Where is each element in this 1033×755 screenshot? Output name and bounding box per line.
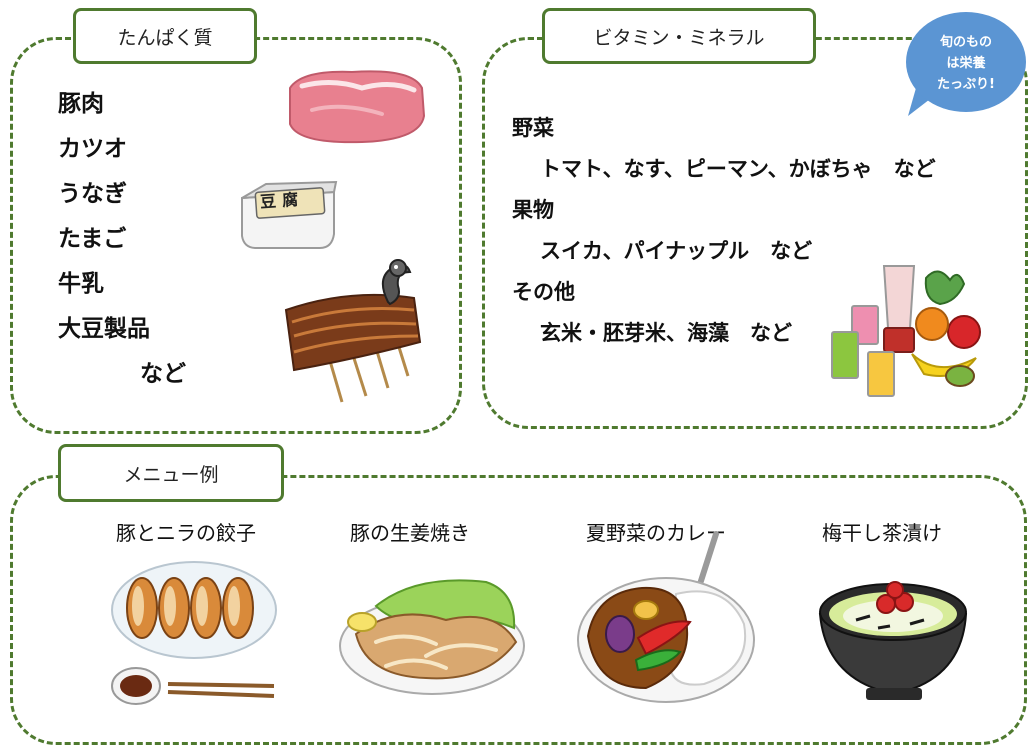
protein-list: 豚肉 カツオ うなぎ たまご 牛乳 大豆製品 など <box>58 82 186 397</box>
bubble-line: 旬のもの <box>939 34 992 50</box>
protein-item: 牛乳 <box>58 271 104 297</box>
menu-item-curry-label: 夏野菜のカレー <box>586 521 726 545</box>
veg-items: トマト、なす、ピーマン、かぼちゃ など <box>540 157 936 181</box>
bubble-line: たっぷり! <box>937 76 995 92</box>
menu-item-ochazuke-label: 梅干し茶漬け <box>822 521 942 545</box>
vitamin-title: ビタミン・ミネラル <box>542 8 816 64</box>
pork-meat-icon <box>289 70 426 144</box>
menu-item-gyoza-label: 豚とニラの餃子 <box>116 521 256 545</box>
veg-label: 野菜 <box>512 116 554 140</box>
curry-icon <box>577 531 755 703</box>
other-label: その他 <box>512 280 575 304</box>
protein-item: うなぎ <box>58 181 127 207</box>
protein-item: 大豆製品 <box>58 316 150 342</box>
protein-item: たまご <box>58 226 127 252</box>
menu-panel <box>10 475 1027 745</box>
tofu-label: 豆腐 <box>259 189 305 212</box>
seasonal-speech-bubble: 旬のもの は栄養 たっぷり! <box>906 12 1026 112</box>
protein-title: たんぱく質 <box>73 8 257 64</box>
gyoza-icon <box>111 561 277 705</box>
protein-item: カツオ <box>58 136 127 162</box>
ochazuke-icon <box>818 581 968 700</box>
vitamin-list: 野菜 トマト、なす、ピーマン、かぼちゃ など 果物 スイカ、パイナップル など … <box>512 108 936 354</box>
tofu-icon <box>241 180 338 249</box>
shogayaki-icon <box>339 579 525 695</box>
protein-item: 豚肉 <box>58 91 104 117</box>
protein-etc: など <box>140 361 186 387</box>
smoothie-fruits-icon <box>831 265 981 397</box>
menu-title: メニュー例 <box>58 444 284 502</box>
menu-item-shogayaki-label: 豚の生姜焼き <box>350 521 470 545</box>
fruit-label: 果物 <box>512 198 554 222</box>
eel-kabayaki-icon <box>284 259 422 403</box>
other-items: 玄米・胚芽米、海藻 など <box>540 321 792 345</box>
fruit-items: スイカ、パイナップル など <box>540 239 813 263</box>
bubble-line: は栄養 <box>946 55 986 71</box>
